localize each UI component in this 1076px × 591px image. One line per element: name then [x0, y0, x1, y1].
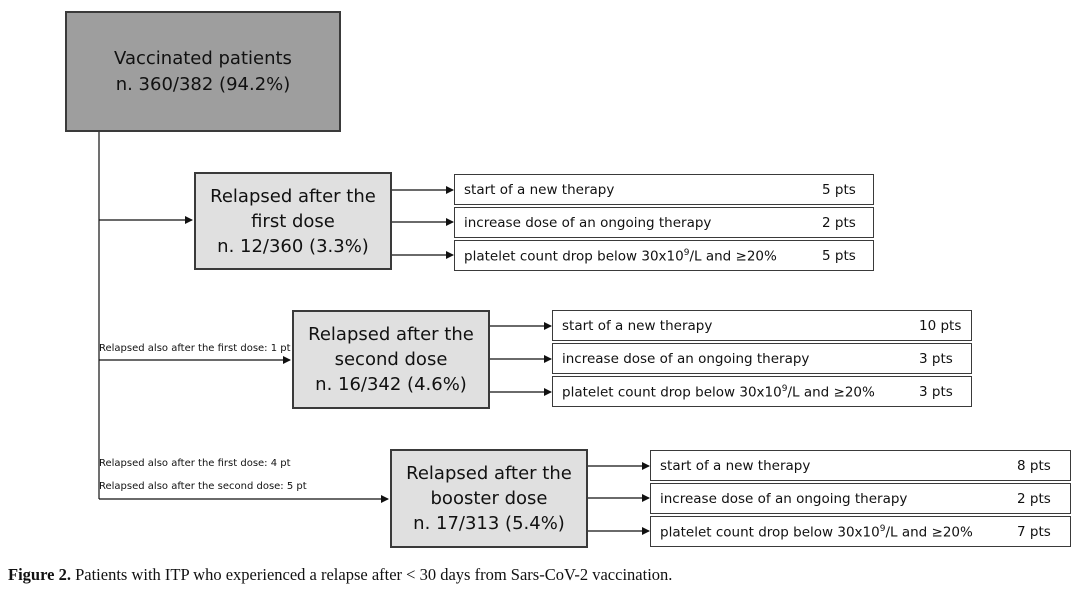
figure-label: Figure 2.: [8, 565, 71, 584]
outcome-label: platelet count drop below 30x109/L and ≥…: [660, 523, 973, 540]
outcome-new-therapy: start of a new therapy 10 pts: [552, 310, 972, 341]
outcome-increase-dose: increase dose of an ongoing therapy 3 pt…: [552, 343, 972, 374]
relapsed-second-dose-box: Relapsed after the second dose n. 16/342…: [292, 310, 490, 409]
figure-caption: Figure 2. Patients with ITP who experien…: [8, 565, 672, 585]
outcome-count: 5 pts: [822, 181, 856, 198]
outcome-count: 8 pts: [1017, 457, 1051, 474]
outcome-platelet-drop: platelet count drop below 30x109/L and ≥…: [552, 376, 972, 407]
outcome-label-exponent: 9: [781, 383, 788, 394]
outcome-count: 5 pts: [822, 247, 856, 264]
group-count: n. 12/360 (3.3%): [217, 235, 369, 257]
note-booster-prior-second: Relapsed also after the second dose: 5 p…: [99, 481, 307, 492]
outcome-label-rest: /L and ≥20%: [689, 247, 777, 264]
outcome-label: platelet count drop below 30x109/L and ≥…: [464, 247, 777, 264]
figure-caption-text: Patients with ITP who experienced a rela…: [70, 565, 673, 584]
outcome-count: 3 pts: [919, 383, 953, 400]
outcome-label: increase dose of an ongoing therapy: [562, 350, 810, 367]
outcome-label-main: platelet count drop below 30x10: [562, 383, 782, 400]
outcome-label-exponent: 9: [683, 247, 690, 258]
outcome-new-therapy: start of a new therapy 5 pts: [454, 174, 874, 205]
group-dose: first dose: [251, 210, 335, 232]
outcome-increase-dose: increase dose of an ongoing therapy 2 pt…: [454, 207, 874, 238]
group-count: n. 17/313 (5.4%): [413, 513, 565, 534]
relapsed-first-dose-box: Relapsed after the first dose n. 12/360 …: [194, 172, 392, 270]
outcome-label: increase dose of an ongoing therapy: [464, 214, 712, 231]
outcome-label: start of a new therapy: [660, 457, 811, 474]
vaccinated-patients-box: Vaccinated patients n. 360/382 (94.2%): [65, 11, 341, 132]
relapsed-booster-dose-box: Relapsed after the booster dose n. 17/31…: [390, 449, 588, 548]
outcome-label: increase dose of an ongoing therapy: [660, 490, 908, 507]
root-count: n. 360/382 (94.2%): [115, 73, 291, 95]
outcome-platelet-drop: platelet count drop below 30x109/L and ≥…: [650, 516, 1071, 547]
outcome-increase-dose: increase dose of an ongoing therapy 2 pt…: [650, 483, 1071, 514]
note-second-dose-prior-first: Relapsed also after the first dose: 1 pt: [99, 343, 291, 354]
outcome-label-exponent: 9: [879, 523, 886, 534]
outcome-label: start of a new therapy: [562, 317, 713, 334]
group-dose: second dose: [334, 349, 448, 370]
group-title: Relapsed after the: [308, 324, 474, 345]
outcome-count: 3 pts: [919, 350, 953, 367]
outcome-new-therapy: start of a new therapy 8 pts: [650, 450, 1071, 481]
group-dose: booster dose: [430, 488, 548, 509]
outcome-label: start of a new therapy: [464, 181, 615, 198]
group-count: n. 16/342 (4.6%): [315, 374, 467, 395]
outcome-count: 2 pts: [1017, 490, 1051, 507]
outcome-count: 10 pts: [919, 317, 962, 334]
group-title: Relapsed after the: [406, 463, 572, 484]
outcome-count: 7 pts: [1017, 523, 1051, 540]
outcome-label-rest: /L and ≥20%: [787, 383, 875, 400]
outcome-label-main: platelet count drop below 30x10: [464, 247, 684, 264]
outcome-platelet-drop: platelet count drop below 30x109/L and ≥…: [454, 240, 874, 271]
note-booster-prior-first: Relapsed also after the first dose: 4 pt: [99, 458, 291, 469]
group-title: Relapsed after the: [210, 185, 376, 207]
outcome-label: platelet count drop below 30x109/L and ≥…: [562, 383, 875, 400]
outcome-label-rest: /L and ≥20%: [885, 523, 973, 540]
outcome-count: 2 pts: [822, 214, 856, 231]
outcome-label-main: platelet count drop below 30x10: [660, 523, 880, 540]
root-title: Vaccinated patients: [114, 47, 292, 69]
